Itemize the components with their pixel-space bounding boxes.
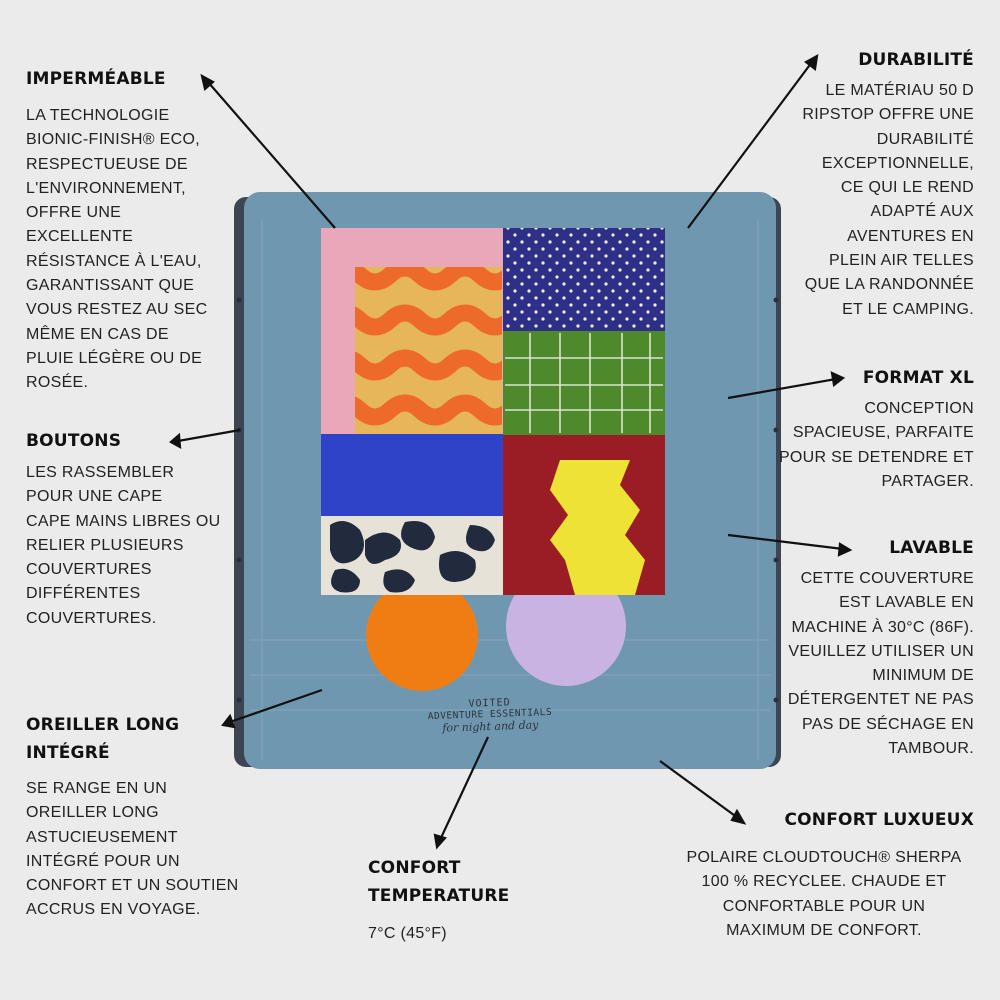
blanket-logo: VOITED ADVENTURE ESSENTIALS for night an… bbox=[399, 695, 580, 736]
boutons-title: BOUTONS bbox=[26, 431, 122, 451]
impermeable-title: IMPERMÉABLE bbox=[26, 69, 166, 89]
lavable-title: LAVABLE bbox=[889, 538, 974, 558]
oreiller-text: SE RANGE EN UN OREILLER LONG ASTUCIEUSEM… bbox=[26, 780, 239, 919]
impermeable-text: LA TECHNOLOGIE BIONIC-FINISH® ECO, RESPE… bbox=[26, 107, 208, 392]
lavable-text: CETTE COUVERTURE EST LAVABLE EN MACHINE … bbox=[787, 570, 974, 758]
temperature-title-line1: CONFORT bbox=[368, 858, 461, 878]
confort-title: CONFORT LUXUEUX bbox=[784, 810, 974, 830]
format-title: FORMAT XL bbox=[862, 368, 974, 388]
lavender-circle bbox=[506, 566, 626, 686]
blue-panel bbox=[321, 434, 503, 516]
oreiller-title-line2: INTÉGRÉ bbox=[26, 743, 110, 763]
yellow-vase-shape bbox=[550, 460, 645, 595]
durabilite-title: DURABILITÉ bbox=[858, 50, 974, 70]
oreiller-title-line1: OREILLER LONG bbox=[26, 715, 180, 735]
orange-circle bbox=[366, 579, 478, 691]
temperature-text: 7°C (45°F) bbox=[368, 925, 447, 942]
format-text: CONCEPTION SPACIEUSE, PARFAITE POUR SE D… bbox=[778, 400, 974, 490]
confort-text: POLAIRE CLOUDTOUCH® SHERPA 100 % RECYCLE… bbox=[686, 849, 962, 939]
durabilite-text: LE MATÉRIAU 50 D RIPSTOP OFFRE UNE DURAB… bbox=[802, 82, 974, 318]
grid-panel bbox=[503, 331, 665, 435]
temperature-title-line2: TEMPERATURE bbox=[368, 886, 510, 906]
boutons-text: LES RASSEMBLER POUR UNE CAPE CAPE MAINS … bbox=[26, 464, 221, 627]
